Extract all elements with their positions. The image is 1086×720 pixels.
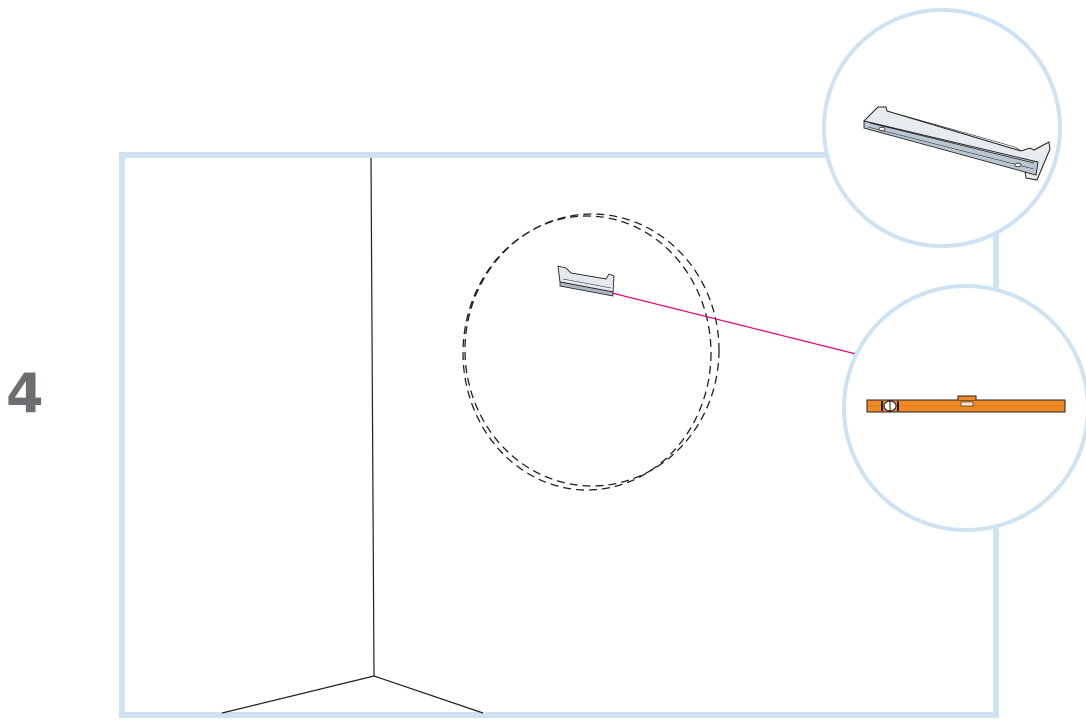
dashed-circle-inner [462, 215, 712, 491]
step-number: 4 [6, 362, 44, 425]
guide-line [611, 292, 857, 355]
floor-right-line [373, 675, 484, 714]
spirit-level-icon [866, 395, 1066, 413]
spirit-level-callout [842, 284, 1086, 532]
room-corner-lines [221, 157, 484, 714]
dashed-circle-outer [464, 213, 720, 487]
wall-bracket-small [557, 265, 615, 297]
wall-corner-line [370, 157, 375, 677]
floor-left-line [221, 675, 375, 714]
mounting-area-outline [462, 213, 720, 491]
wall-bracket-icon [863, 106, 1051, 181]
wall-bracket-callout [822, 8, 1062, 248]
